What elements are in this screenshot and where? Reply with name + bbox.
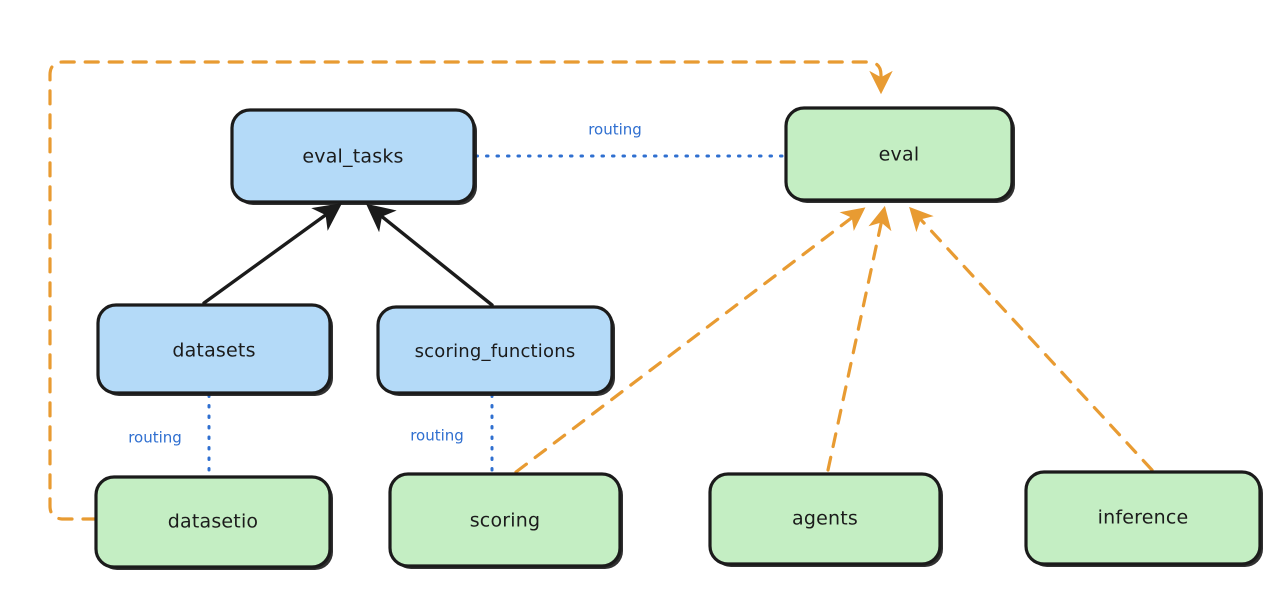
node-eval-tasks-label: eval_tasks: [302, 146, 403, 168]
node-datasets-label: datasets: [172, 340, 255, 362]
node-eval-tasks[interactable]: eval_tasks: [230, 108, 477, 205]
node-datasetio-box: [94, 475, 332, 569]
node-scoring-functions-box: [376, 305, 614, 395]
edge-label-routing-scoring: routing: [410, 427, 464, 445]
edge-label-routing-top: routing: [588, 121, 642, 139]
node-inference-label: inference: [1098, 507, 1189, 529]
dependency-edges: [48, 60, 1154, 521]
edge-agents-eval[interactable]: [826, 205, 892, 472]
node-datasetio-label: datasetio: [168, 511, 259, 533]
edge-scoring-functions-eval-tasks[interactable]: [366, 203, 494, 307]
node-scoring[interactable]: scoring: [388, 472, 623, 569]
node-eval-box: [784, 106, 1014, 202]
routing-edges: [207, 154, 786, 478]
node-eval[interactable]: eval: [784, 106, 1015, 203]
node-datasets-box: [96, 303, 332, 395]
node-scoring-box: [388, 472, 622, 568]
edge-scoring-eval[interactable]: [514, 207, 866, 474]
edge-inference-eval[interactable]: [909, 206, 1154, 472]
edge-label-routing-datasets: routing: [128, 429, 182, 447]
node-eval-tasks-box: [230, 108, 476, 204]
node-datasetio[interactable]: datasetio: [94, 475, 333, 570]
node-agents-box: [708, 472, 942, 566]
node-scoring-functions[interactable]: scoring_functions: [376, 305, 615, 396]
node-datasets[interactable]: datasets: [96, 303, 333, 396]
node-scoring-label: scoring: [470, 510, 541, 532]
node-inference[interactable]: inference: [1024, 470, 1263, 567]
edge-datasets-eval-tasks[interactable]: [202, 203, 343, 305]
solid-edges: [202, 203, 494, 307]
edge-datasetio-eval[interactable]: [48, 60, 893, 521]
node-agents-label: agents: [792, 508, 858, 530]
edge-label-group: routing routing routing: [128, 121, 642, 447]
node-agents[interactable]: agents: [708, 472, 943, 567]
node-eval-label: eval: [879, 144, 920, 166]
node-inference-box: [1024, 470, 1262, 566]
node-scoring-functions-label: scoring_functions: [415, 341, 576, 362]
